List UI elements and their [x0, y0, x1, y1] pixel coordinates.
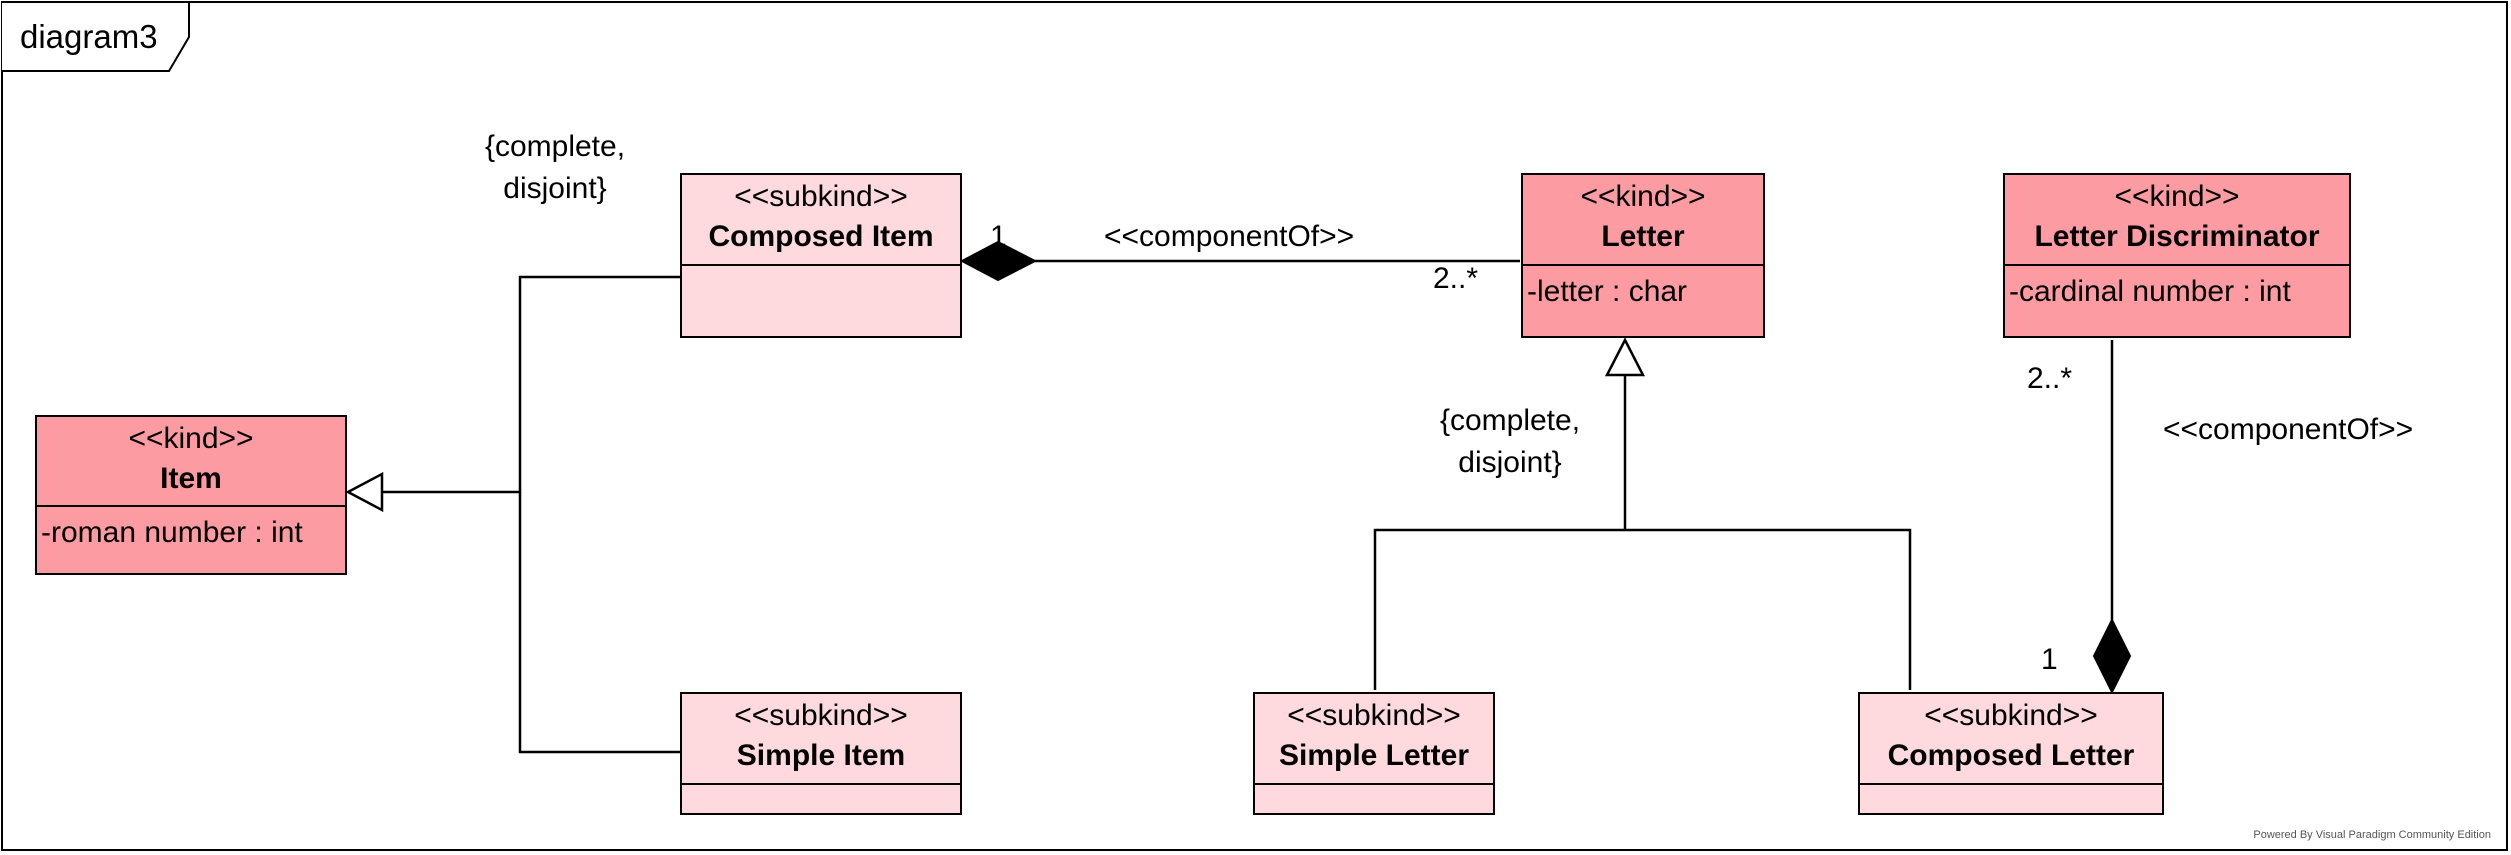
attribute: -cardinal number : int — [2009, 275, 2291, 308]
multiplicity-part: 2..* — [1433, 262, 1479, 295]
class-letter[interactable]: <<kind>> Letter -letter : char — [1521, 173, 1765, 338]
composition-diamond-composed-letter — [2092, 617, 2132, 695]
class-composed-letter[interactable]: <<subkind>> Composed Letter — [1858, 692, 2164, 815]
class-simple-item[interactable]: <<subkind>> Simple Item — [680, 692, 962, 815]
diagram-title: diagram3 — [20, 18, 158, 55]
attribute: -roman number : int — [41, 516, 303, 549]
class-name: Item — [160, 462, 222, 495]
stereotype: <<subkind>> — [734, 699, 908, 732]
association-stereotype: <<componentOf>> — [1104, 220, 1355, 253]
generalization-arrow-letter — [1604, 337, 1646, 377]
class-name: Simple Letter — [1278, 739, 1470, 772]
stereotype: <<subkind>> — [1924, 699, 2098, 732]
stereotype: <<subkind>> — [734, 180, 908, 213]
frame-tab — [2, 1, 190, 72]
class-letter-discriminator[interactable]: <<kind>> Letter Discriminator -cardinal … — [2003, 173, 2351, 338]
composition-diamond-composed-item — [959, 240, 1038, 282]
multiplicity-part: 2..* — [2027, 362, 2073, 395]
class-name: Composed Letter — [1887, 739, 2135, 772]
stereotype: <<kind>> — [128, 422, 254, 455]
multiplicity-whole: 1 — [990, 220, 1007, 253]
stereotype: <<kind>> — [1580, 180, 1706, 213]
class-name: Composed Item — [708, 220, 934, 253]
powered-by-label: Powered By Visual Paradigm Community Edi… — [2253, 829, 2491, 841]
class-name: Letter Discriminator — [2034, 220, 2320, 253]
class-name: Letter — [1601, 220, 1685, 253]
stereotype: <<subkind>> — [1287, 699, 1461, 732]
class-name: Simple Item — [736, 739, 906, 772]
generalization-line-simple-letter — [1373, 528, 1912, 690]
generalization-line-simple-item — [518, 492, 680, 754]
generalization-arrow-item — [345, 471, 384, 513]
class-composed-item[interactable]: <<subkind>> Composed Item — [680, 173, 962, 338]
multiplicity-whole: 1 — [2041, 643, 2058, 676]
attribute: -letter : char — [1527, 275, 1688, 308]
class-item[interactable]: <<kind>> Item -roman number : int — [35, 415, 347, 575]
association-stereotype: <<componentOf>> — [2163, 413, 2414, 446]
class-simple-letter[interactable]: <<subkind>> Simple Letter — [1253, 692, 1495, 815]
generalization-set-letters: {complete, disjoint} — [1439, 404, 1581, 479]
generalization-line-composed-item — [382, 275, 680, 494]
stereotype: <<kind>> — [2114, 180, 2240, 213]
generalization-set-items: {complete, disjoint} — [484, 130, 626, 205]
